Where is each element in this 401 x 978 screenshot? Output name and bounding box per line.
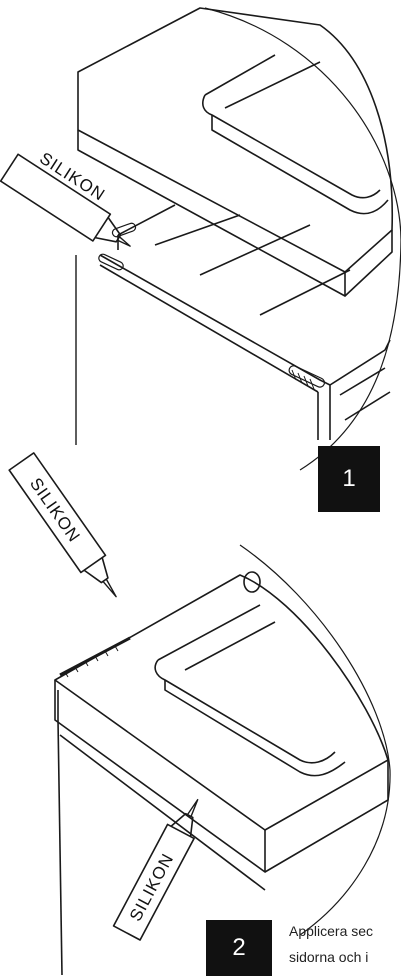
- step1-cabinet-top-edge-2: [99, 264, 319, 393]
- step2-detail-circle: [239, 544, 391, 936]
- step1-silicone-bead-3: [288, 365, 326, 388]
- step2-recess: [154, 659, 336, 764]
- step1-cabinet-top-edge: [99, 254, 331, 386]
- step2-number-badge: 2: [206, 920, 272, 976]
- step2-silicone-tube-bottom: [112, 798, 199, 941]
- step1-lid-top: [77, 7, 394, 273]
- step2-left-edge: [57, 719, 63, 976]
- step1-lid-front-edge: [77, 130, 346, 297]
- step1-cabinet-back: [117, 204, 176, 250]
- step2-side-edge: [264, 760, 389, 873]
- step1-number-badge: 1: [318, 446, 380, 512]
- step1-tube-label: SILIKON: [36, 149, 108, 205]
- step1-right-panel: [339, 367, 391, 421]
- step2-hole: [243, 571, 261, 593]
- step2-caption-line2: sidorna och i: [289, 949, 369, 965]
- step2-recess-inner: [157, 604, 346, 777]
- step1-cabinet-corner: [317, 339, 391, 440]
- step2-front-edge-2: [59, 734, 266, 891]
- step2-silicone-tube-top: [8, 452, 117, 598]
- step1-silicone-bead-2: [98, 253, 124, 271]
- step1-lid-recess-inner: [204, 54, 389, 215]
- step1-silicone-bead-1: [111, 222, 137, 238]
- step1-cabinet-inner-lines: [154, 214, 351, 316]
- step1-silicone-tube: [0, 153, 131, 247]
- step2-top-surface: [54, 574, 389, 831]
- step2-illustration: [8, 452, 391, 976]
- step2-front-edge: [54, 680, 266, 873]
- step1-lid-recess: [202, 94, 381, 199]
- step1-lid-side-edge: [344, 230, 393, 297]
- step2-caption-line1: Applicera sec: [289, 923, 374, 939]
- step1-illustration: [0, 7, 401, 471]
